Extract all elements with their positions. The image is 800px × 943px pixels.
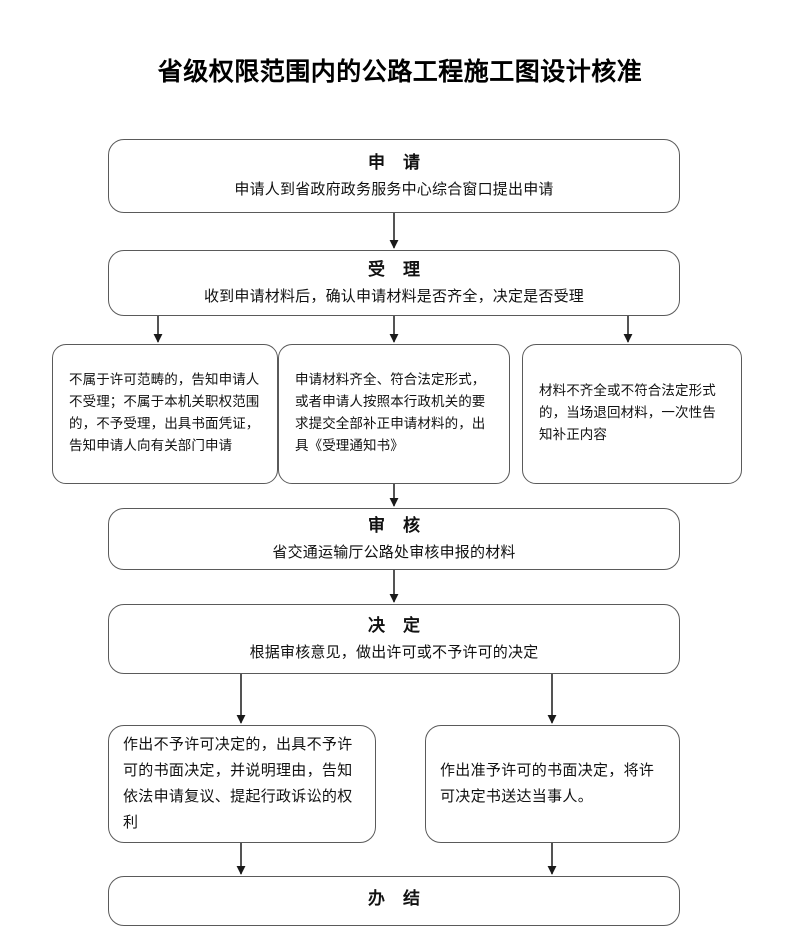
node-branch-not-accepted-body: 不属于许可范畴的，告知申请人不受理；不属于本机关职权范围的，不予受理，出具书面凭…: [69, 372, 260, 454]
node-decide-heading: 决 定: [368, 615, 426, 636]
node-done-heading: 办 结: [368, 889, 426, 910]
node-done[interactable]: 办 结: [108, 876, 680, 926]
node-apply-body: 申请人到省政府政务服务中心综合窗口提出申请: [234, 180, 554, 199]
node-review-body: 省交通运输厅公路处审核申报的材料: [272, 543, 516, 562]
node-apply-heading: 申 请: [368, 152, 426, 173]
node-accept[interactable]: 受 理 收到申请材料后，确认申请材料是否齐全，决定是否受理: [108, 250, 680, 316]
node-outcome-granted[interactable]: 作出准予许可的书面决定，将许可决定书送达当事人。: [425, 725, 680, 843]
node-decide-body: 根据审核意见，做出许可或不予许可的决定: [249, 643, 539, 662]
node-branch-incomplete-materials-body: 材料不齐全或不符合法定形式的，当场退回材料，一次性告知补正内容: [539, 383, 716, 443]
page-title: 省级权限范围内的公路工程施工图设计核准: [157, 57, 643, 86]
node-outcome-denied-body: 作出不予许可决定的，出具不予许可的书面决定，并说明理由，告知依法申请复议、提起行…: [123, 735, 353, 831]
node-accept-heading: 受 理: [368, 259, 426, 280]
node-decide[interactable]: 决 定 根据审核意见，做出许可或不予许可的决定: [108, 604, 680, 674]
node-review-heading: 审 核: [368, 515, 426, 536]
node-branch-not-accepted[interactable]: 不属于许可范畴的，告知申请人不受理；不属于本机关职权范围的，不予受理，出具书面凭…: [52, 344, 278, 484]
node-branch-incomplete-materials[interactable]: 材料不齐全或不符合法定形式的，当场退回材料，一次性告知补正内容: [522, 344, 742, 484]
node-outcome-denied[interactable]: 作出不予许可决定的，出具不予许可的书面决定，并说明理由，告知依法申请复议、提起行…: [108, 725, 376, 843]
node-apply[interactable]: 申 请 申请人到省政府政务服务中心综合窗口提出申请: [108, 139, 680, 213]
node-review[interactable]: 审 核 省交通运输厅公路处审核申报的材料: [108, 508, 680, 570]
node-accept-body: 收到申请材料后，确认申请材料是否齐全，决定是否受理: [203, 287, 584, 306]
node-branch-complete-materials-body: 申请材料齐全、符合法定形式，或者申请人按照本行政机关的要求提交全部补正申请材料的…: [295, 372, 486, 454]
node-outcome-granted-body: 作出准予许可的书面决定，将许可决定书送达当事人。: [440, 761, 655, 805]
node-branch-complete-materials[interactable]: 申请材料齐全、符合法定形式，或者申请人按照本行政机关的要求提交全部补正申请材料的…: [278, 344, 510, 484]
